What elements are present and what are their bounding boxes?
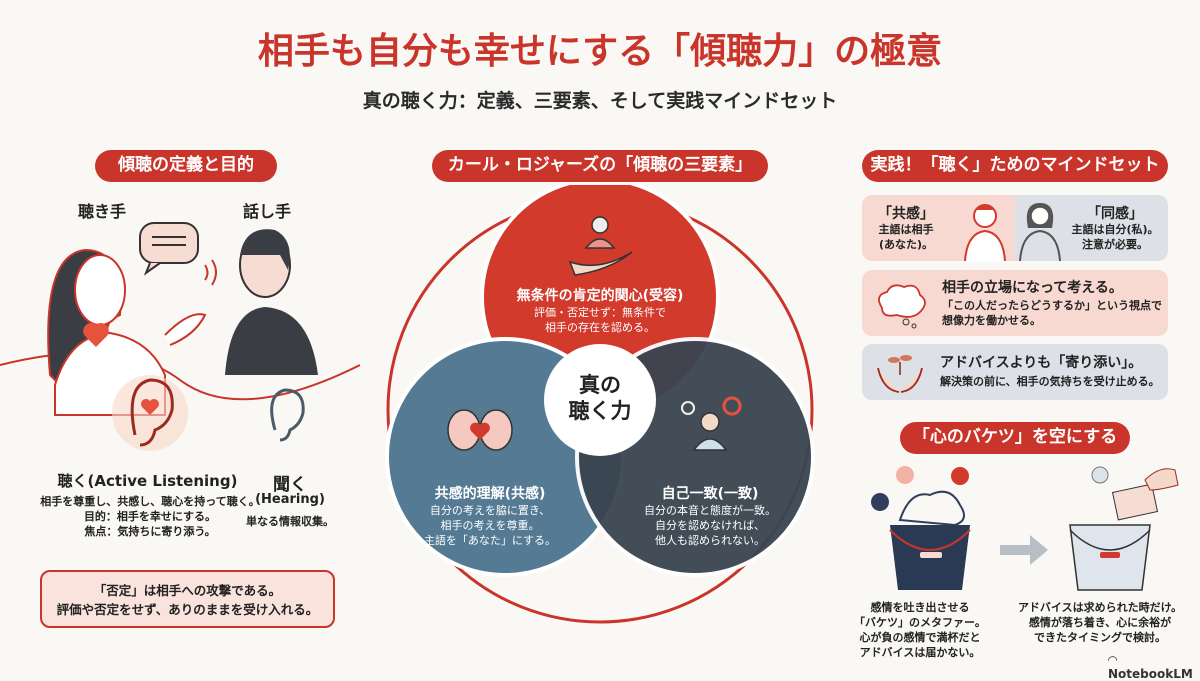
active-line: 相手を尊重し、共感し、聴心を持って聴く。 <box>40 495 260 508</box>
congruence-title: 自己一致(一致) <box>661 486 759 502</box>
core-line: 聴く力 <box>568 399 632 423</box>
notebooklm-logo: ◠ NotebookLM <box>1108 653 1200 681</box>
empathy-line: 主語を「あなた」にする。 <box>423 534 557 547</box>
full-bucket-desc: 感情を吐き出させる 「バケツ」のメタファー。 心が負の感情で満杯だと アドバイス… <box>850 600 990 660</box>
advice-note-icon <box>1111 483 1159 521</box>
section-heading-three-elements: カール・ロジャーズの「傾聴の三要素」 <box>432 150 768 182</box>
empty-bucket-desc: アドバイスは求められた時だけ。 感情が落ち着き、心に余裕が できたタイミングで検… <box>1005 600 1195 645</box>
perspective-title: 相手の立場になって考える。 <box>942 280 1123 296</box>
empty-bucket-line: できたタイミングで検討。 <box>1034 631 1166 644</box>
section-heading-bucket: 「心のバケツ」を空にする <box>900 422 1130 454</box>
hearing-title: 聞く <box>273 475 307 495</box>
sympathy-card-line: 主語は自分(私)。 <box>1071 223 1159 236</box>
empathy-line: 自分の考えを脇に置き、 <box>429 504 551 517</box>
denial-callout: 「否定」は相手への攻撃である。 評価や否定をせず、ありのままを受け入れる。 <box>40 570 335 628</box>
listener-label: 聴き手 <box>78 202 127 221</box>
empathy-card-line: (あなた)。 <box>878 238 934 251</box>
congruence-line: 自分を認めなければ、 <box>655 519 765 532</box>
active-listening-title: 聴く(Active Listening) <box>57 472 238 490</box>
hand-person-icon <box>568 216 633 276</box>
congruence-line: 自分の本音と態度が一致。 <box>644 504 776 517</box>
person-gears-icon <box>681 396 742 451</box>
empty-bucket-line: アドバイスは求められた時だけ。 <box>1017 601 1183 614</box>
notebooklm-icon: ◠ <box>1108 653 1118 667</box>
congruence-line: 他人も認められない。 <box>655 534 765 547</box>
active-line: 焦点：気持ちに寄り添う。 <box>84 525 216 538</box>
thought-cloud-icon <box>878 284 926 329</box>
full-bucket-line: 感情を吐き出させる <box>870 601 970 614</box>
sympathy-card-desc: 主語は自分(私)。 注意が必要。 <box>1065 222 1165 252</box>
bucket-illustration <box>871 466 1179 591</box>
perspective-line: 「この人だったらどうするか」という視点で <box>942 299 1162 312</box>
callout-line: 「否定」は相手への攻撃である。 <box>93 583 282 598</box>
empathy-line: 相手の考えを尊重。 <box>440 519 540 532</box>
core-label: 真の 聴く力 <box>545 372 655 424</box>
empathy-card-desc: 主語は相手 (あなた)。 <box>866 222 946 252</box>
active-listening-desc: 相手を尊重し、共感し、聴心を持って聴く。 目的：相手を幸せにする。 焦点：気持ち… <box>20 494 280 539</box>
page-title: 相手も自分も幸せにする「傾聴力」の極意 <box>257 31 943 72</box>
sympathy-card-line: 注意が必要。 <box>1082 238 1148 251</box>
heart-icon <box>141 399 159 415</box>
empathy-title: 共感的理解(共感) <box>434 486 546 502</box>
sympathy-card-title: 「同感」 <box>1087 206 1143 222</box>
acceptance-title: 無条件の肯定的関心(受容) <box>516 288 684 304</box>
venn-diagram <box>385 185 815 624</box>
advice-card <box>862 344 1168 400</box>
full-bucket-line: 「バケツ」のメタファー。 <box>854 616 986 629</box>
full-bucket-line: アドバイスは届かない。 <box>859 646 981 659</box>
brand-name: NotebookLM <box>1108 667 1193 681</box>
ears-illustration <box>112 375 305 451</box>
empathy-card-line: 主語は相手 <box>878 223 934 236</box>
speaker-man-icon <box>225 229 318 375</box>
section-heading-mindset: 実践！「聴く」ためのマインドセット <box>862 150 1168 182</box>
hands-sprout-icon <box>877 355 923 393</box>
section-heading-definition: 傾聴の定義と目的 <box>95 150 277 182</box>
arrow-icon <box>1000 535 1048 565</box>
advice-title: アドバイスよりも「寄り添い」。 <box>940 355 1143 371</box>
page-subtitle: 真の聴く力：定義、三要素、そして実践マインドセット <box>362 90 838 112</box>
congruence-desc: 自分の本音と態度が一致。 自分を認めなければ、 他人も認められない。 <box>620 503 800 548</box>
empty-bucket-line: 感情が落ち着き、心に余裕が <box>1028 616 1172 629</box>
full-bucket-icon <box>871 466 971 590</box>
active-line: 目的：相手を幸せにする。 <box>83 510 217 523</box>
hearing-desc: 単なる情報収集。 <box>246 515 334 528</box>
speech-bubble-icon <box>139 222 217 286</box>
full-bucket-line: 心が負の感情で満杯だと <box>859 631 981 644</box>
acceptance-line: 評価・否定せず：無条件で <box>534 306 666 319</box>
two-people-icon <box>964 203 1061 261</box>
hearing-ear-icon <box>270 388 305 442</box>
perspective-line: 想像力を働かせる。 <box>942 314 1041 327</box>
acceptance-line: 相手の存在を認める。 <box>545 321 655 334</box>
core-circle <box>544 344 656 456</box>
empathy-desc: 自分の考えを脇に置き、 相手の考えを尊重。 主語を「あなた」にする。 <box>400 503 580 548</box>
empty-bucket-icon <box>1069 466 1179 591</box>
advice-desc: 解決策の前に、相手の気持ちを受け止める。 <box>940 375 1160 388</box>
empathy-card-title: 「共感」 <box>878 206 934 222</box>
callout-line: 評価や否定をせず、ありのままを受け入れる。 <box>56 602 319 617</box>
perspective-desc: 「この人だったらどうするか」という視点で 想像力を働かせる。 <box>942 298 1162 328</box>
brain-heart-icon <box>447 409 513 451</box>
hearing-subtitle: (Hearing) <box>255 492 325 507</box>
core-line: 真の <box>579 373 621 397</box>
active-ear-icon <box>130 378 174 447</box>
speaker-label: 話し手 <box>243 202 292 221</box>
acceptance-desc: 評価・否定せず：無条件で 相手の存在を認める。 <box>480 305 720 335</box>
